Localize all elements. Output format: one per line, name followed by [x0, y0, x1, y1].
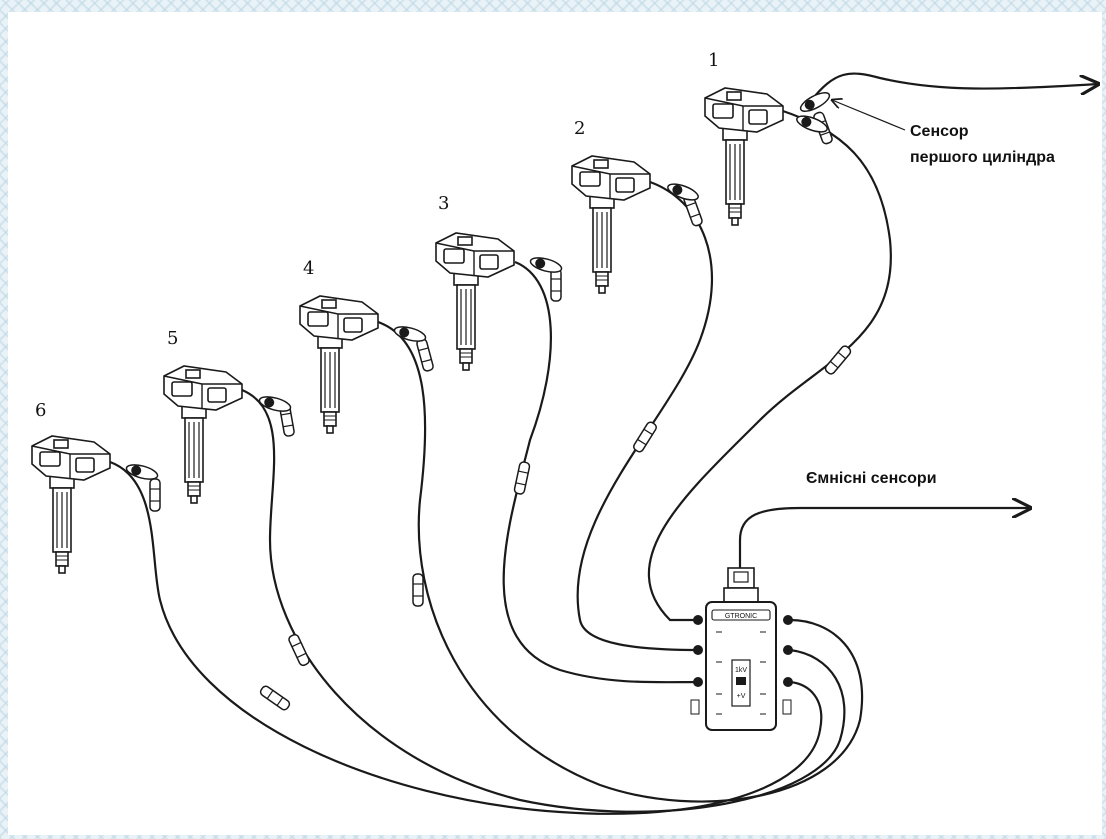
inline-connector [514, 461, 530, 494]
coil-6: 6 [32, 400, 110, 573]
first-cylinder-pointer-arrow [832, 100, 905, 130]
inline-connector [413, 574, 423, 606]
ignition-coils: 1 2 3 4 5 6 [32, 50, 783, 573]
inline-connector [551, 269, 561, 301]
coil-1: 1 [705, 50, 783, 225]
capacitive-sensors-lead [740, 508, 1030, 580]
inline-connector [824, 345, 852, 376]
coil-number-3: 3 [438, 193, 449, 214]
probe-clip [798, 89, 832, 115]
coil-number-4: 4 [303, 258, 314, 279]
coil-2: 2 [572, 118, 650, 293]
probe-clip [125, 462, 159, 482]
coil-4: 4 [300, 258, 378, 433]
probe-clip [529, 255, 563, 275]
coil-number-5: 5 [167, 328, 178, 349]
inline-connector [288, 633, 311, 666]
inline-connector [632, 421, 657, 453]
capacitive-sensors-label: Ємнісні сенсори [806, 470, 937, 487]
coil-number-6: 6 [35, 400, 46, 421]
inline-connector [150, 479, 160, 511]
coil-5: 5 [164, 328, 242, 503]
first-cylinder-sensor-lead [810, 74, 1098, 102]
probe-clip [393, 324, 427, 344]
module-switch-bottom-label: +V [737, 693, 746, 700]
probe-clip [258, 394, 292, 414]
module-switch-top-label: 1kV [735, 667, 747, 674]
first-cylinder-label-line1: Сенсор [910, 123, 969, 140]
coil-number-2: 2 [574, 118, 585, 139]
coil-3: 3 [436, 193, 514, 370]
inline-connector [259, 685, 291, 712]
first-cylinder-label-line2: першого циліндра [910, 149, 1055, 166]
module-brand-label: GTRONIC [725, 613, 757, 620]
inline-connector [416, 338, 434, 371]
probe-clip [666, 181, 700, 203]
sensor-module: GTRONIC 1kV +V [691, 568, 793, 730]
coil-number-1: 1 [708, 50, 719, 71]
